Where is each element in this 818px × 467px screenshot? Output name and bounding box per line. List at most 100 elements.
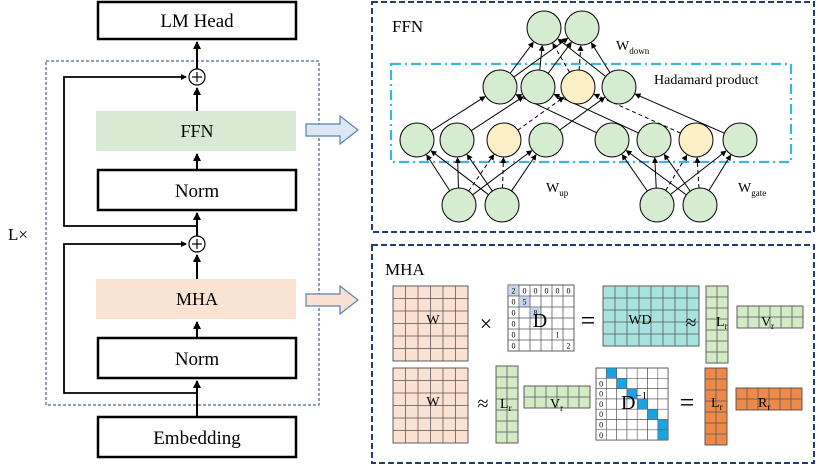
matrix-cell [455,430,469,444]
matrix-d-value: 0 [556,287,560,296]
output-neuron [564,10,600,46]
hadamard-label: Hadamard product [654,73,759,88]
matrix-vr-row2 [523,385,591,409]
row1-equals-symbol: = [581,306,596,335]
matrix-cell [791,316,804,329]
matrix-d-value: 1 [556,331,560,340]
row1-wd-label: WD [628,313,651,328]
mha-panel-title: MHA [385,260,425,279]
matrix-d-value: 0 [512,320,516,329]
ffn-edge [621,153,648,192]
row2-vr-label: Vr [550,397,563,413]
ffn-edge [625,150,687,196]
matrix-cell [715,433,728,446]
row1-lr-label: Lr [716,315,728,331]
ffn-edge [431,96,486,132]
matrix-cell [506,431,519,444]
row2-rr-label: Rr [758,396,770,412]
matrix-dinv-value: 0 [599,400,603,409]
row1-w-label: W [426,313,440,328]
matrix-cell [790,398,803,411]
ffn-edge [517,96,565,131]
projection-neuron [594,122,630,158]
matrix-w-row2 [392,367,469,444]
ffn-expand-arrow [305,114,359,146]
repeat-block [45,60,320,406]
matrix-wd [602,285,700,347]
ffn-block [96,111,296,151]
hadamard-neuron [601,69,637,105]
ffn-edge [557,38,606,77]
transformer-stack: L× LM Head FFN Norm MHA Norm Embedding [8,0,359,459]
ffn-edge [466,153,493,192]
row1-d-label: D [533,310,547,332]
matrix-dinv-value: 0 [599,421,603,430]
ffn-edge [468,153,495,192]
row2-approx-symbol: ≈ [478,393,489,415]
matrix-d-value: 0 [512,309,516,318]
ffn-edge [470,96,524,132]
lm-head-label: LM Head [160,11,234,32]
matrix-d-value: 5 [523,298,527,307]
input-neuron [639,187,675,223]
ffn-edge [559,96,606,131]
projection-neuron [486,122,522,158]
row1-times-symbol: × [480,311,492,336]
matrix-cell [578,396,591,409]
w-gate-label: Wgate [738,181,766,198]
matrix-dinv-value: 0 [599,379,603,388]
projection-neuron [528,122,564,158]
repeat-label: L× [8,225,28,244]
ffn-panel-title: FFN [392,17,423,36]
w-up-label: Wup [546,181,569,198]
ffn-edge [538,44,545,71]
embedding-label: Embedding [153,428,241,449]
matrix-dinv-value: 0 [599,390,603,399]
ffn-edge [708,154,732,191]
matrix-w-row1 [392,285,469,362]
ffn-panel: FFN Hadamard product Wdown Wup Wgate [371,1,815,233]
residual-paths [63,74,197,394]
mha-block-label: MHA [176,289,218,309]
matrix-d-value: 2 [512,287,516,296]
input-neuron [484,187,520,223]
projection-neuron [722,122,758,158]
hadamard-neuron [560,69,596,105]
projection-neuron [678,122,714,158]
matrix-d-value: 0 [512,331,516,340]
ffn-edge [547,41,572,74]
ffn-edge [454,156,461,189]
embedding-box [96,415,298,459]
mha-block [96,279,296,319]
hadamard-region [389,62,793,164]
projection-neuron [636,122,672,158]
matrix-cell [606,367,617,379]
row2-w-label: W [426,395,440,410]
matrix-cell [647,408,659,420]
matrix-cell [562,339,575,352]
ffn-edge [652,156,659,189]
row1-vr-label: Vr [761,315,774,331]
norm-box-top [96,168,298,212]
lm-head-box [96,0,298,41]
matrix-lr-result [704,367,728,446]
norm-label-top: Norm [175,181,220,202]
row2-dinv-label: D−1 [621,390,647,414]
matrix-cell [686,333,700,347]
ffn-edge [426,154,451,191]
norm-label-bottom: Norm [175,349,220,370]
projection-neuron [399,122,435,158]
matrix-d-value: 0 [567,287,571,296]
ffn-edge [472,150,533,196]
matrix-dinv-value: 0 [599,410,603,419]
hadamard-neuron [520,69,556,105]
input-neuron [682,187,718,223]
ffn-block-label: FFN [180,121,213,141]
ffn-edge [694,156,701,189]
matrix-d-value: 0 [523,287,527,296]
matrix-lr-row2 [495,365,519,444]
projection-neuron [439,122,475,158]
row2-lr-label: Lr [500,397,512,413]
